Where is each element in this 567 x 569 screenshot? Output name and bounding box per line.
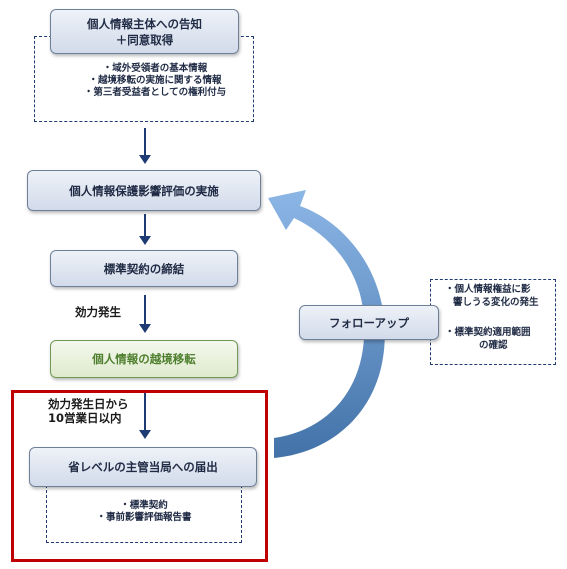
step-consent: 個人情報主体への告知 ＋同意取得	[50, 9, 239, 54]
filing-note-2: ・事前影響評価報告書	[96, 512, 192, 523]
down-arrow-3	[139, 295, 151, 333]
step-standard-contract-label: 標準契約の締結	[103, 261, 185, 276]
step-impact-assessment: 個人情報保護影響評価の実施	[27, 170, 261, 211]
deadline-line-2: 10営業日以内	[48, 411, 122, 425]
down-arrow-2	[139, 214, 151, 245]
step-standard-contract: 標準契約の締結	[50, 250, 238, 287]
step-cross-border-transfer: 個人情報の越境移転	[50, 340, 238, 378]
filing-highlight-frame	[11, 390, 268, 562]
followup-box: フォローアップ	[299, 305, 439, 340]
followup-note-1: ・個人情報権益に影	[445, 284, 531, 295]
followup-note-frame	[430, 279, 556, 365]
deadline-line-1: 効力発生日から	[48, 397, 129, 411]
down-arrow-4	[139, 393, 151, 439]
filing-notes: ・標準契約 ・事前影響評価報告書	[60, 500, 228, 524]
followup-note-3: ・標準契約適用範囲	[445, 327, 531, 338]
followup-note-2: 響しうる変化の発生	[453, 296, 539, 308]
filing-note-1: ・標準契約	[120, 500, 168, 511]
step-authority-filing: 省レベルの主管当局への届出	[29, 447, 257, 487]
deadline-label: 効力発生日から 10営業日以内	[48, 397, 129, 425]
followup-note-4: の確認	[479, 339, 508, 351]
step-impact-assessment-label: 個人情報保護影響評価の実施	[69, 183, 219, 198]
down-arrow-1	[139, 128, 151, 164]
followup-notes: ・個人情報権益に影 響しうる変化の発生 ・標準契約適用範囲 の確認	[445, 284, 555, 352]
followup-curve-arrow	[268, 190, 385, 458]
step-consent-line-2: ＋同意取得	[115, 32, 174, 47]
consent-note-3: ・第三者受益者としての権利付与	[83, 87, 227, 98]
step-cross-border-transfer-label: 個人情報の越境移転	[92, 352, 196, 366]
effective-label: 効力発生	[75, 305, 121, 319]
consent-note-2: ・越境移転の実施に関する情報	[88, 75, 222, 86]
step-authority-filing-label: 省レベルの主管当局への届出	[68, 460, 218, 474]
consent-notes: ・域外受領者の基本情報 ・越境移転の実施に関する情報 ・第三者受益者としての権利…	[60, 63, 250, 99]
consent-note-1: ・域外受領者の基本情報	[102, 63, 208, 74]
step-consent-line-1: 個人情報主体への告知	[87, 16, 202, 31]
followup-label: フォローアップ	[328, 315, 410, 330]
